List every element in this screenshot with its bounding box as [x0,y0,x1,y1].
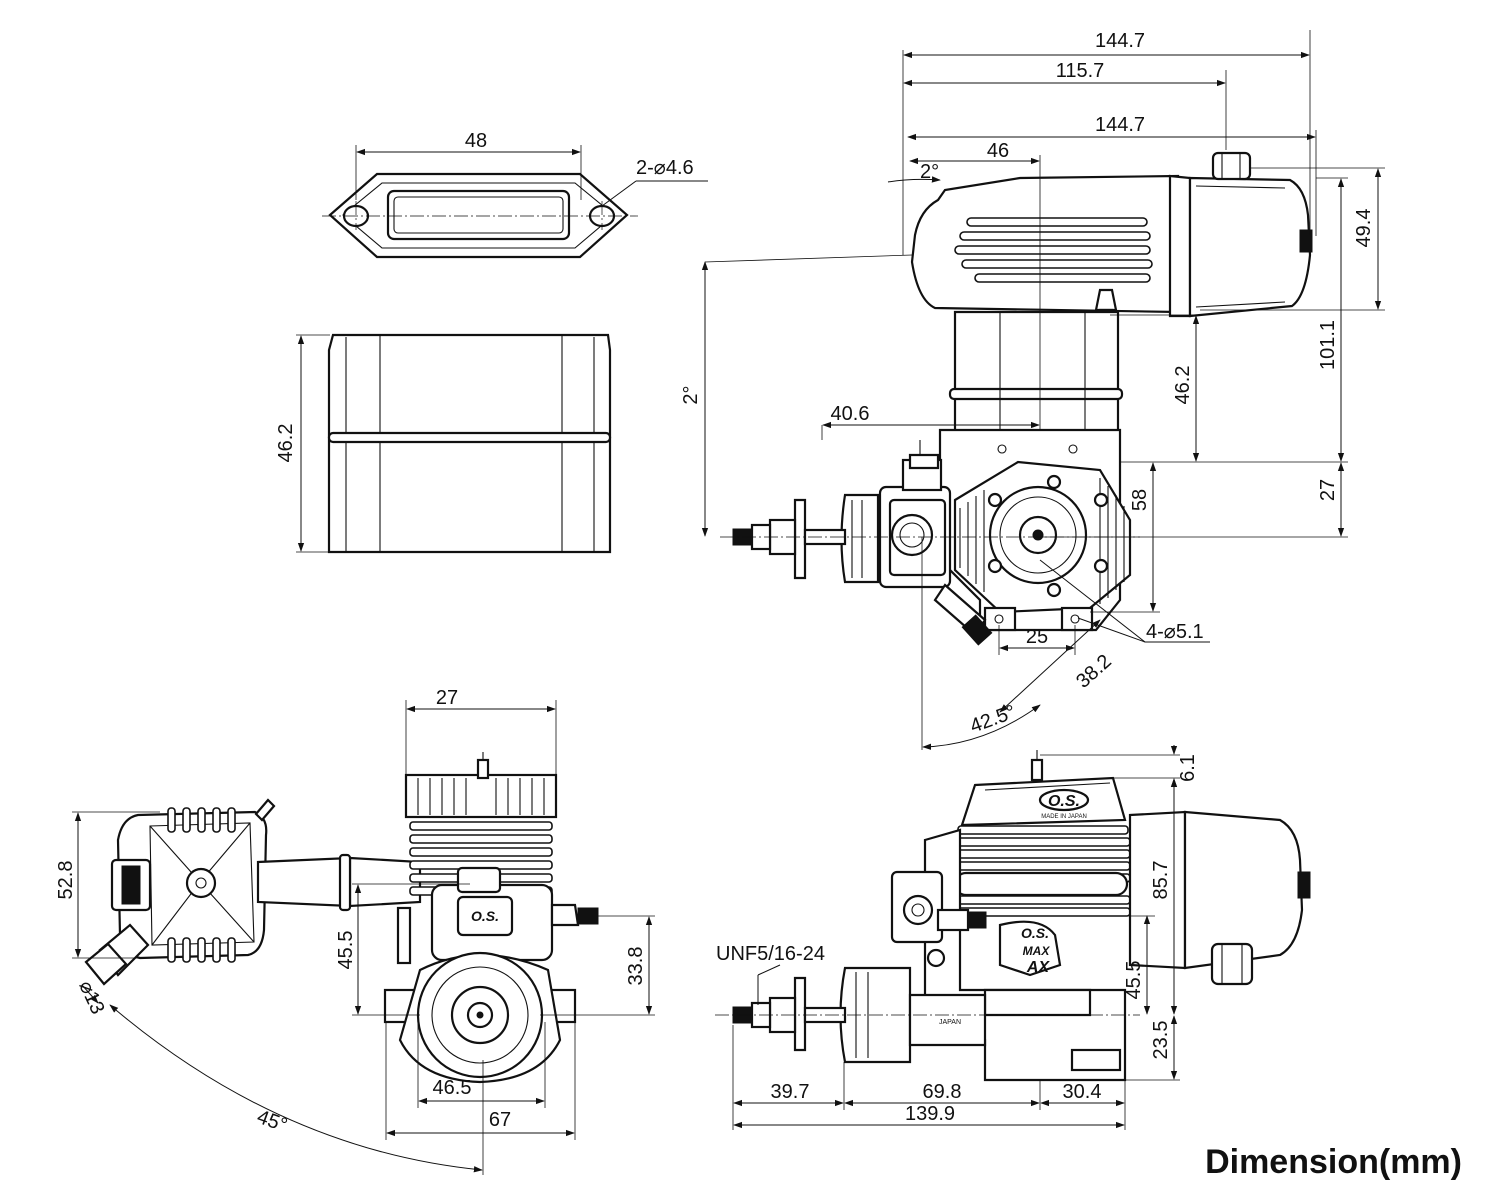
side-made-in-label: MADE IN JAPAN [1041,814,1087,820]
crankcase-height-label: 58 [1129,489,1151,511]
front-view: O.S. 27 52.8 45.5 33.8 46.5 [55,687,655,1175]
muffler-fins [954,217,1153,283]
outlet-angle-label: 45° [254,1106,290,1137]
muffler-offset-label: 46 [987,140,1009,162]
muffler-height-main-label: 49.4 [1353,209,1375,248]
base-height-label: 23.5 [1150,1021,1172,1060]
tilt-left-label: 2° [680,385,702,404]
side-brand-label: O.S. [1048,793,1080,810]
body-length-label: 69.8 [923,1081,962,1103]
muffler-length-label: 144.7 [1095,114,1145,136]
gasket-width-label: 48 [465,130,487,152]
side-engine-brand-label: O.S. [1021,925,1049,941]
prop-length-label: 39.7 [771,1081,810,1103]
total-height-label: 85.7 [1150,861,1172,900]
gasket-top-view: 48 2-⌀4.6 [322,130,708,259]
overall-height-label: 101.1 [1317,320,1339,370]
mount-spacing-label: 25 [1026,626,1048,648]
muffler-tilt-label: 2° [920,161,939,183]
side-japan-label: JAPAN [939,1019,961,1026]
plug-height-label: 6.1 [1177,754,1199,782]
mount-outer-label: 67 [489,1109,511,1131]
pipe-height-label: 46.2 [1172,366,1194,405]
muffler-height-label: 46.2 [275,424,297,463]
mount-height-label: 27 [1317,479,1339,501]
total-length-label: 139.9 [905,1103,955,1125]
mount-holes-label: 4-⌀5.1 [1146,621,1204,643]
mount-inner-label: 46.5 [433,1077,472,1099]
mount-diagonal-label: 38.2 [1072,650,1116,692]
side-max-label: MAX [1023,944,1051,958]
side-cylinder-fins [955,825,1131,917]
rear-length-label: 30.4 [1063,1081,1102,1103]
overall-length-label: 144.7 [1095,30,1145,52]
thread-label: UNF5/16-24 [716,943,825,965]
outlet-length-label: 115.7 [1056,60,1105,82]
muffler-height-front-label: 52.8 [55,861,77,900]
spinner-offset-label: 33.8 [625,947,647,986]
side-view: O.S. MADE IN JAPAN O.S. MAX AX [715,745,1311,1130]
head-width-label: 27 [436,687,458,709]
intake-height-label: 45.5 [335,931,357,970]
carb-offset-label: 40.6 [831,403,870,425]
front-brand-label: O.S. [471,908,499,924]
muffler-side-view: 46.2 [275,333,612,554]
shaft-height-label: 45.5 [1123,961,1145,1000]
gasket-holes-label: 2-⌀4.6 [636,157,694,179]
main-view: 144.7 115.7 144.7 46 2° 49.4 101.1 46.2 … [680,30,1385,750]
muffler-end-fins [167,807,236,963]
side-ax-label: AX [1026,959,1051,976]
dimension-title: Dimension(mm) [1205,1143,1462,1181]
